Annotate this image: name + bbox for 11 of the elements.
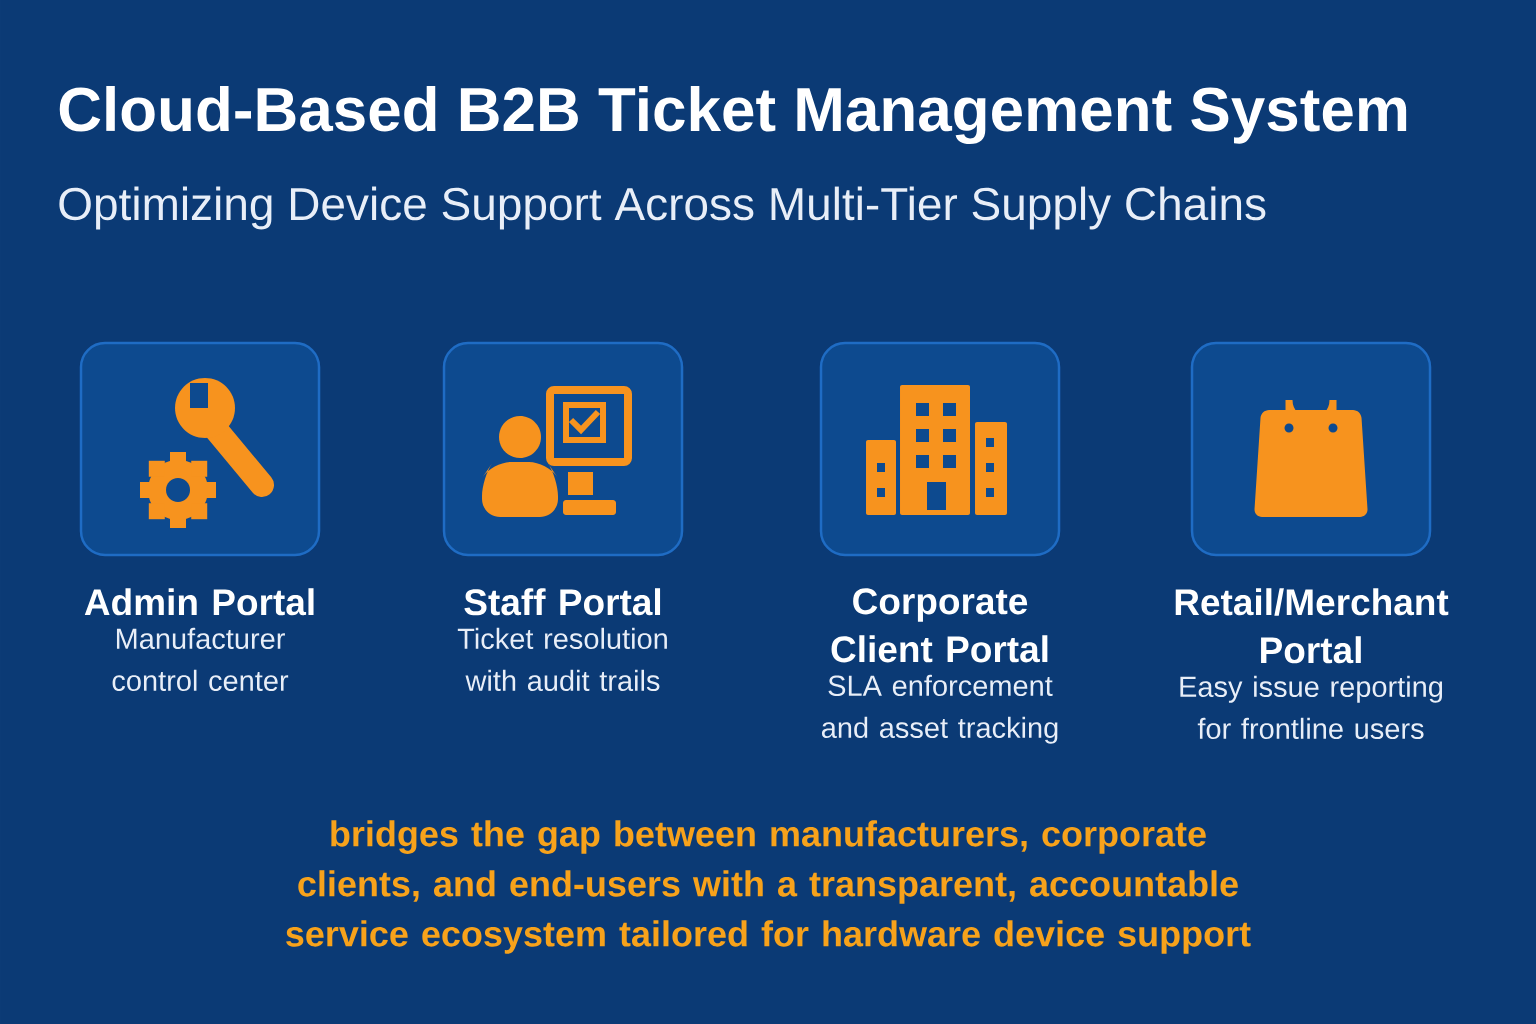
subtitle: Optimizing Device Support Across Multi-Tier Supply Chains xyxy=(59,186,1266,230)
portal-description: SLA enforcement and asset tracking xyxy=(821,674,1058,744)
caption: bridges the gap between manufacturers, corporate clients, and end-users with a transparent, accountable service ecosystem tailored for hardware device support xyxy=(286,820,1251,954)
portal-description: Manufacturer control center xyxy=(112,627,289,692)
title: Cloud-Based B2B Ticket Management System xyxy=(59,85,1407,145)
portal-description: Easy issue reporting for frontline users xyxy=(1180,675,1443,740)
portal-heading: Admin Portal xyxy=(84,588,314,616)
portal-heading: Corporate Client Portal xyxy=(831,588,1048,663)
portal-description: Ticket resolution with audit trails xyxy=(457,627,667,692)
portal-heading: Retail/Merchant Portal xyxy=(1175,588,1449,664)
portal-heading: Staff Portal xyxy=(464,588,661,616)
